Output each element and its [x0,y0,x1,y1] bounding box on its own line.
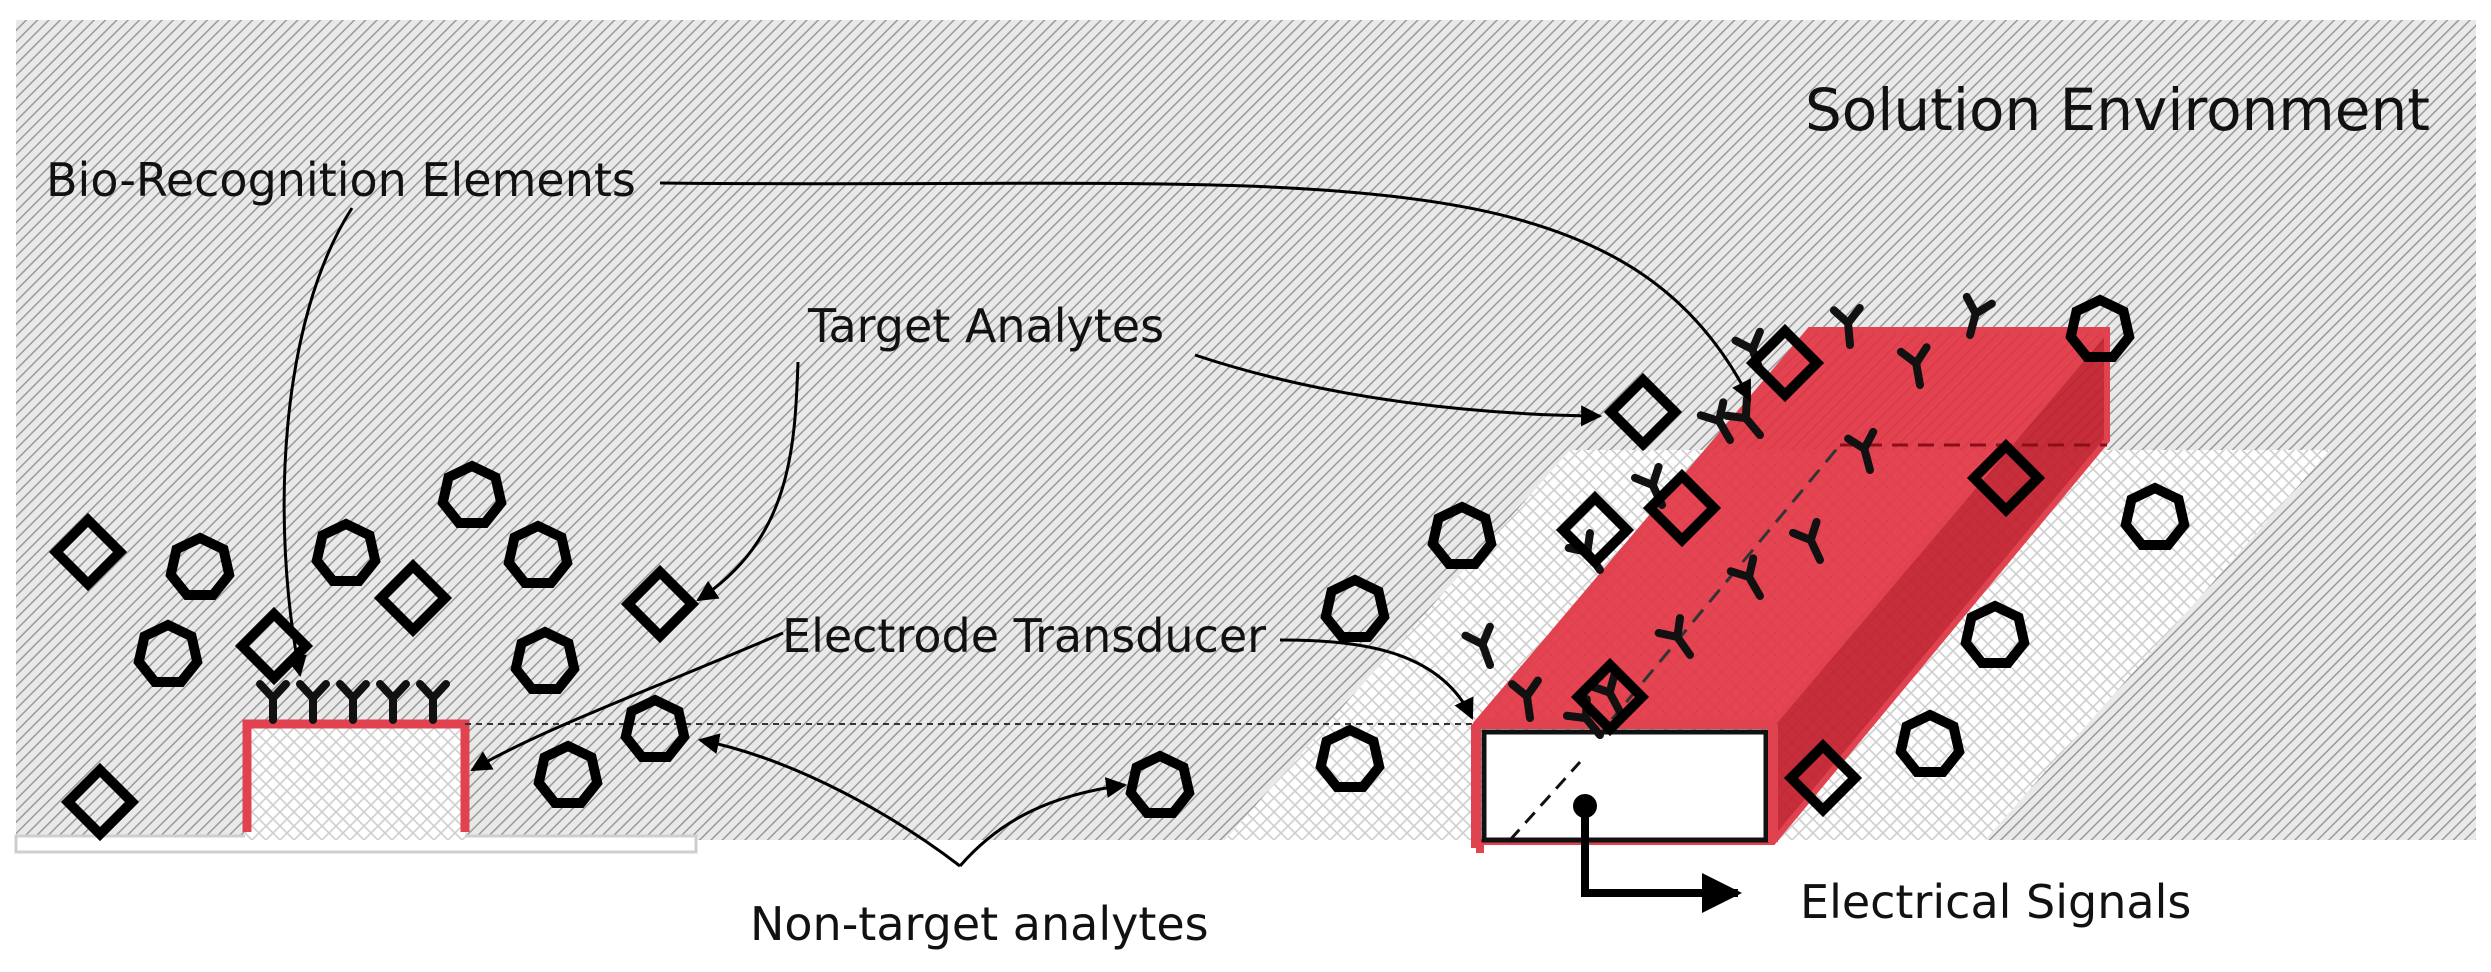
electrical-signals-label: Electrical Signals [1800,875,2191,929]
solution-environment-label: Solution Environment [1805,76,2430,144]
signal-output [1573,794,1742,913]
left-electrode [242,719,470,840]
leader-arrows [282,181,1752,868]
non-target-analytes-label: Non-target analytes [750,897,1209,951]
electrode-transducer-label: Electrode Transducer [782,609,1266,663]
target-analytes-label: Target Analytes [807,299,1164,353]
right-electrode [1471,327,2110,853]
bio-recognition-label: Bio-Recognition Elements [46,153,636,207]
